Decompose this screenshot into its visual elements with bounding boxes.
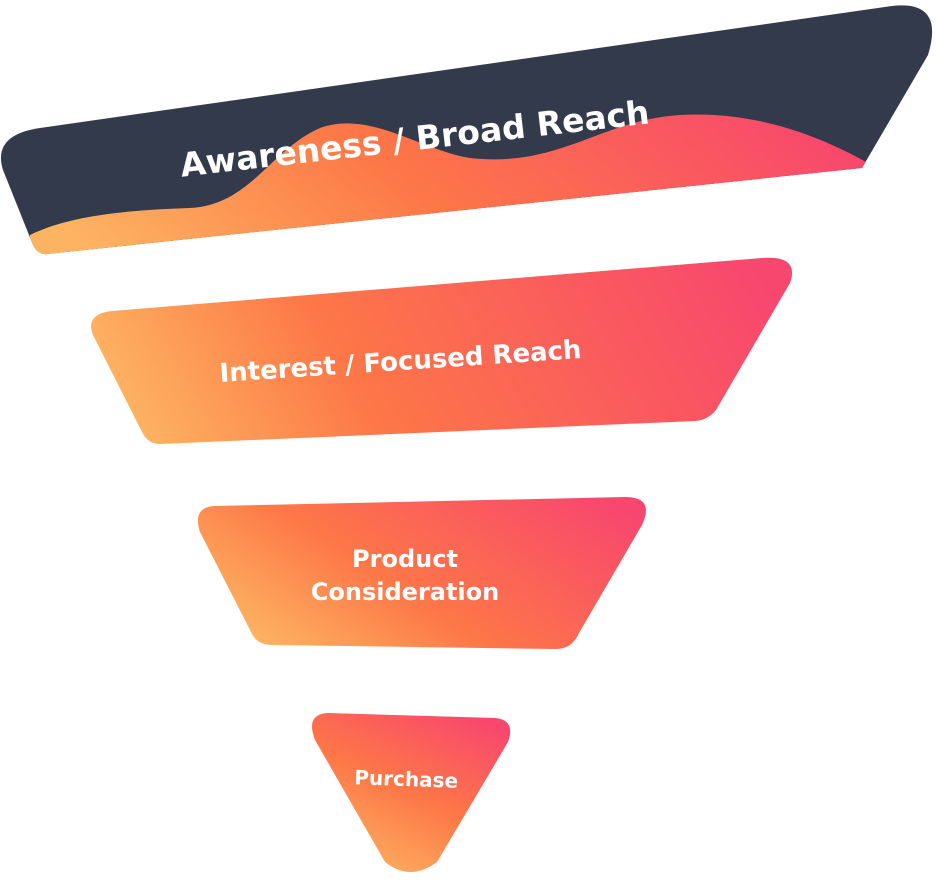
consideration-label-line2: Consideration <box>311 578 499 606</box>
consideration-band <box>197 497 646 649</box>
purchase-triangle <box>311 713 511 872</box>
awareness-dark-band <box>0 5 933 255</box>
purchase-label: Purchase <box>354 765 459 793</box>
funnel-stage-interest: Interest / Focused Reach <box>91 257 793 444</box>
funnel-stage-awareness: Awareness / Broad Reach <box>0 5 933 255</box>
interest-band <box>91 257 793 444</box>
funnel-stage-consideration: Product Consideration <box>197 497 646 649</box>
funnel-stage-purchase: Purchase <box>311 713 511 872</box>
consideration-label-line1: Product <box>352 545 458 573</box>
